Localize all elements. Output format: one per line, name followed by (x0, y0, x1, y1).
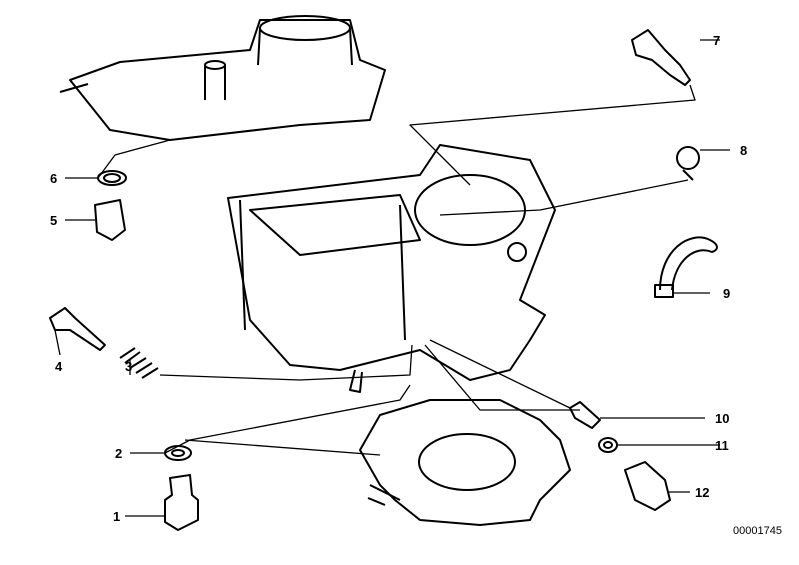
callout-6: 6 (50, 171, 58, 186)
callout-2: 2 (115, 446, 123, 461)
callout-11: 11 (715, 438, 729, 453)
callout-7: 7 (713, 33, 721, 48)
part-4 (49, 307, 106, 351)
carburetor-body (227, 144, 556, 393)
part-10 (569, 401, 601, 429)
callout-8: 8 (740, 143, 748, 158)
callout-10: 10 (715, 411, 730, 426)
carburetor-cover (59, 15, 386, 141)
callout-1: 1 (113, 509, 121, 524)
part-12 (624, 461, 671, 511)
callout-3: 3 (125, 359, 133, 374)
part-3 (119, 347, 159, 379)
part-7 (631, 29, 691, 86)
callout-9: 9 (723, 286, 731, 301)
part-2 (164, 445, 192, 461)
callout-12: 12 (695, 485, 710, 500)
part-9 (654, 236, 718, 298)
callout-4: 4 (55, 359, 63, 374)
diagram-id: 00001745 (733, 525, 782, 537)
part-1 (164, 474, 199, 531)
callout-5: 5 (50, 213, 58, 228)
part-5 (94, 199, 126, 241)
leader-lines (54, 39, 730, 517)
part-8 (676, 146, 700, 181)
part-11 (598, 437, 618, 453)
carburetor-flange (359, 399, 571, 526)
